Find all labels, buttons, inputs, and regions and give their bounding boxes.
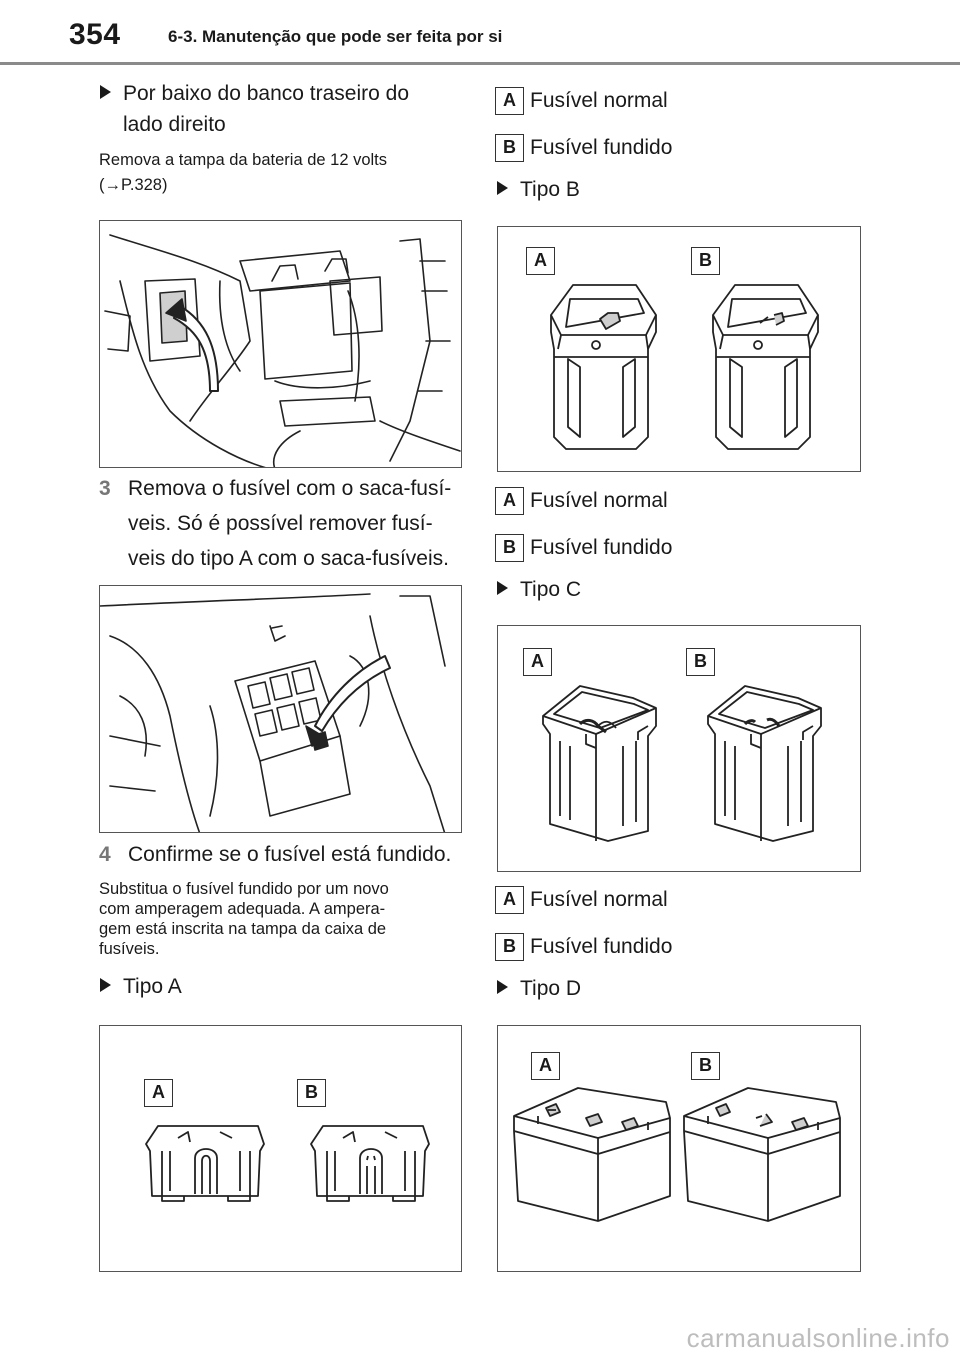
- bullet-type-b: Tipo B: [497, 174, 580, 205]
- header-divider: [0, 62, 960, 65]
- legend-text-normal: Fusível normal: [530, 89, 668, 112]
- step-4-number: 4: [99, 843, 111, 866]
- legend-1-a: A Fusível normal: [495, 87, 668, 116]
- legend-key-a: A: [495, 87, 524, 116]
- legend-3-a: A Fusível normal: [495, 886, 668, 915]
- fuse-type-d-normal: [513, 1087, 671, 1222]
- note-replace-line3: gem está inscrita na tampa da caixa de: [99, 920, 387, 938]
- figure-fuse-type-d: A B: [497, 1025, 861, 1272]
- figure-rear-seat-fuse-box: [99, 220, 462, 468]
- legend-text-normal: Fusível normal: [530, 489, 668, 512]
- note-replace-line1: Substitua o fusível fundido por um novo: [99, 880, 389, 898]
- note-replace-line4: fusíveis.: [99, 940, 160, 958]
- legend-text-blown: Fusível fundido: [530, 136, 673, 159]
- note-battery-line2: (→P.328): [99, 176, 168, 194]
- fuse-type-a-blown: [310, 1125, 430, 1202]
- fig-a-label-b: B: [297, 1079, 326, 1107]
- fig-d-label-a: A: [531, 1052, 560, 1080]
- fuse-type-b-blown: [712, 284, 819, 450]
- legend-key-a: A: [495, 886, 524, 915]
- fig-a-label-a: A: [144, 1079, 173, 1107]
- fuse-type-c-blown: [707, 685, 822, 842]
- step-3-line1: Remova o fusível com o saca-fusí-: [128, 477, 452, 500]
- bullet-type-d-label: Tipo D: [520, 977, 582, 1000]
- legend-text-blown: Fusível fundido: [530, 935, 673, 958]
- step-3: 3 Remova o fusível com o saca-fusí- veis…: [99, 473, 469, 574]
- bullet-rear-seat-line1: Por baixo do banco traseiro do: [123, 82, 410, 105]
- watermark-text: carmanualsonline.info: [686, 1323, 950, 1353]
- fig-b-label-a: A: [526, 247, 555, 275]
- bullet-type-c-label: Tipo C: [520, 578, 582, 601]
- legend-2-a: A Fusível normal: [495, 487, 668, 516]
- step-4: 4 Confirme se o fusível está fundido.: [99, 839, 469, 870]
- curved-arrow-icon: [314, 655, 391, 732]
- figure-fuse-type-c: A B: [497, 625, 861, 872]
- bullet-rear-seat: Por baixo do banco traseiro do lado dire…: [100, 78, 409, 140]
- fuse-type-a-normal: [145, 1125, 265, 1202]
- figure-fuse-type-b: A B: [497, 226, 861, 472]
- bullet-type-c: Tipo C: [497, 574, 581, 605]
- figure-fuse-type-a: A B: [99, 1025, 462, 1272]
- legend-2-b: B Fusível fundido: [495, 534, 673, 563]
- legend-key-b: B: [495, 933, 524, 962]
- triangle-bullet-icon: [100, 85, 111, 99]
- fuse-type-b-normal: [550, 284, 657, 450]
- page-header: 354 6-3. Manutenção que pode ser feita p…: [0, 0, 960, 66]
- figure-fuse-puller: [99, 585, 462, 833]
- bullet-type-b-label: Tipo B: [520, 178, 580, 201]
- step-3-number: 3: [99, 477, 111, 500]
- note-battery-line1: Remova a tampa da bateria de 12 volts: [99, 151, 388, 169]
- bullet-type-d: Tipo D: [497, 973, 581, 1004]
- note-replace-fuse: Substitua o fusível fundido por um novo …: [99, 879, 389, 959]
- chapter-title: 6-3. Manutenção que pode ser feita por s…: [168, 27, 503, 46]
- triangle-bullet-icon: [497, 181, 508, 195]
- triangle-bullet-icon: [497, 980, 508, 994]
- note-replace-line2: com amperagem adequada. A ampera-: [99, 900, 386, 918]
- step-3-line3: veis do tipo A com o saca-fusíveis.: [128, 547, 449, 570]
- fuse-type-d-blown: [683, 1087, 841, 1222]
- legend-3-b: B Fusível fundido: [495, 933, 673, 962]
- fig-b-label-b: B: [691, 247, 720, 275]
- page-number: 354: [69, 18, 121, 51]
- triangle-bullet-icon: [497, 581, 508, 595]
- triangle-bullet-icon: [100, 978, 111, 992]
- legend-text-blown: Fusível fundido: [530, 536, 673, 559]
- step-3-line2: veis. Só é possível remover fusí-: [128, 512, 433, 535]
- fig-d-label-b: B: [691, 1052, 720, 1080]
- legend-1-b: B Fusível fundido: [495, 134, 673, 163]
- step-4-text: Confirme se o fusível está fundido.: [128, 843, 452, 866]
- fuse-type-c-normal: [542, 685, 657, 842]
- legend-key-b: B: [495, 134, 524, 163]
- fig-c-label-a: A: [523, 648, 552, 676]
- bullet-type-a-label: Tipo A: [123, 975, 182, 998]
- legend-text-normal: Fusível normal: [530, 888, 668, 911]
- legend-key-b: B: [495, 534, 524, 563]
- legend-key-a: A: [495, 487, 524, 516]
- fig-c-label-b: B: [686, 648, 715, 676]
- bullet-rear-seat-line2: lado direito: [123, 113, 226, 136]
- note-battery: Remova a tampa da bateria de 12 volts (→…: [99, 150, 387, 196]
- bullet-type-a: Tipo A: [100, 971, 182, 1002]
